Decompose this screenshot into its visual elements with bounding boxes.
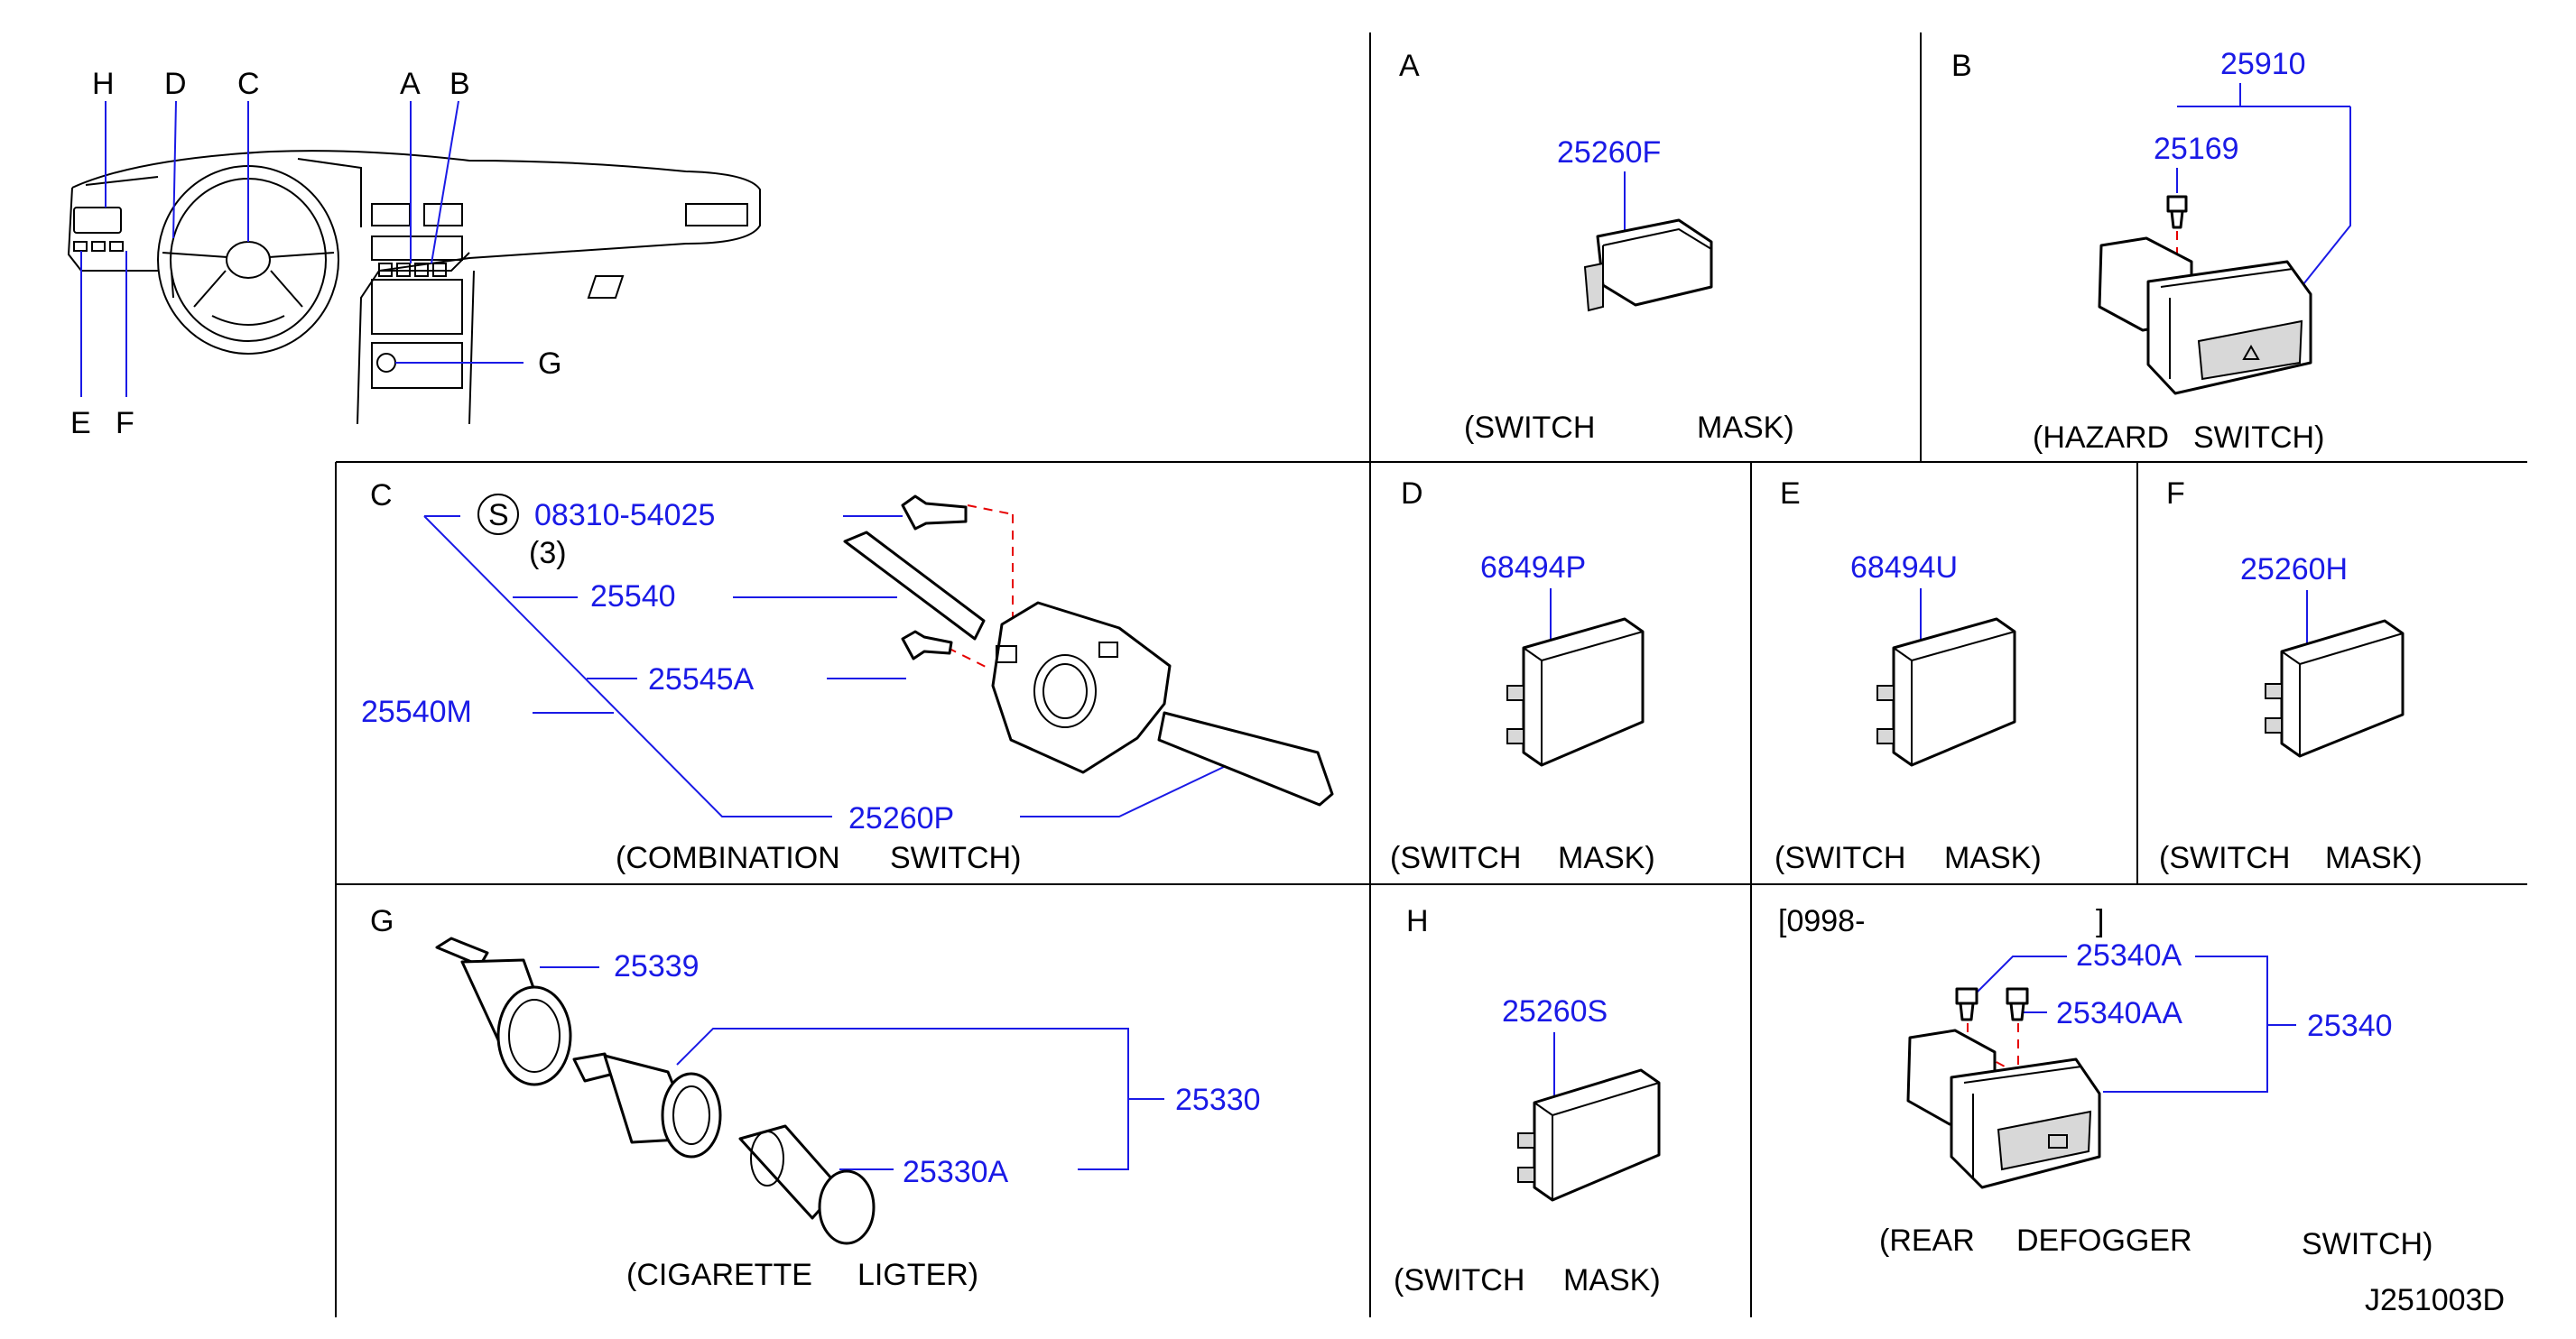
panel-d-caption-2: MASK) — [1558, 841, 1655, 875]
part-25545a: 25545A — [648, 662, 755, 697]
panel-dividers — [335, 32, 2527, 1317]
switch-mask-h — [1517, 1068, 1661, 1202]
cigarette-lighter — [435, 937, 876, 1245]
panel-a-caption-2: MASK) — [1697, 411, 1794, 445]
part-25340a: 25340A — [2076, 938, 2182, 973]
date-range-end: ] — [2096, 904, 2104, 938]
callout-c: C — [237, 67, 260, 101]
part-25540m: 25540M — [361, 695, 472, 729]
panel-f-caption-2: MASK) — [2325, 841, 2423, 875]
panel-d-letter: D — [1401, 476, 1423, 511]
panel-a-caption-1: (SWITCH — [1464, 411, 1595, 445]
s-mark-circle — [477, 494, 519, 535]
callout-f: F — [116, 406, 134, 440]
callout-e: E — [70, 406, 91, 440]
panel-h-caption-2: MASK) — [1563, 1263, 1661, 1297]
rear-defogger-leaders — [1976, 956, 2296, 1093]
clip-25340aa — [2006, 987, 2029, 1021]
panel-c-letter: C — [370, 478, 393, 513]
part-25260f: 25260F — [1557, 135, 1661, 170]
part-25340: 25340 — [2307, 1009, 2393, 1043]
part-25169: 25169 — [2154, 132, 2239, 166]
hazard-switch — [2098, 236, 2312, 395]
switch-mask-e — [1876, 617, 2016, 767]
callout-b: B — [449, 67, 470, 101]
screw-25169 — [2166, 195, 2188, 229]
callout-d: D — [164, 67, 187, 101]
panel-e-letter: E — [1780, 476, 1801, 511]
part-25260p: 25260P — [848, 801, 954, 836]
cigarette-lighter-leaders — [540, 966, 1164, 1170]
part-08310-54025: 08310-54025 — [534, 498, 715, 532]
panel-h-caption-1: (SWITCH — [1394, 1263, 1524, 1297]
part-25260h: 25260H — [2240, 552, 2348, 586]
switch-mask-d — [1506, 617, 1645, 767]
date-range-start: [0998- — [1778, 904, 1865, 938]
callout-h: H — [92, 67, 115, 101]
panel-c-caption-1: (COMBINATION — [616, 841, 840, 875]
dashboard-overview — [67, 100, 761, 425]
switch-mask-a — [1583, 218, 1713, 312]
rear-caption-2: DEFOGGER — [2016, 1224, 2192, 1258]
rear-caption-1: (REAR — [1879, 1224, 1975, 1258]
combination-switch — [843, 494, 1334, 807]
panel-f-letter: F — [2166, 476, 2185, 511]
s-mark-letter: S — [488, 498, 509, 532]
panel-b-letter: B — [1951, 49, 1972, 83]
rear-caption-3: SWITCH) — [2302, 1227, 2432, 1261]
part-25330a: 25330A — [903, 1155, 1009, 1189]
panel-f-caption-1: (SWITCH — [2159, 841, 2290, 875]
part-25339: 25339 — [614, 949, 700, 983]
part-25260s: 25260S — [1502, 994, 1608, 1029]
combination-switch-leaders — [423, 515, 1228, 817]
panel-h-letter: H — [1406, 904, 1429, 938]
panel-g-caption-1: (CIGARETTE — [626, 1258, 812, 1292]
panel-c-caption-2: SWITCH) — [890, 841, 1021, 875]
panel-e-caption-2: MASK) — [1944, 841, 2042, 875]
panel-a-letter: A — [1399, 49, 1420, 83]
part-25540: 25540 — [590, 579, 676, 614]
panel-d-caption-1: (SWITCH — [1390, 841, 1521, 875]
part-68494u: 68494U — [1850, 550, 1958, 585]
panel-b-caption-1: (HAZARD — [2033, 420, 2169, 455]
panel-e-caption-1: (SWITCH — [1774, 841, 1905, 875]
drawing-code: J251003D — [2365, 1283, 2505, 1317]
panel-g-letter: G — [370, 904, 394, 938]
panel-g-caption-2: LIGTER) — [857, 1258, 978, 1292]
screw-quantity: (3) — [529, 536, 567, 570]
clip-25340a — [1955, 987, 1978, 1021]
part-25330: 25330 — [1175, 1083, 1261, 1117]
rear-defogger-switch — [1906, 1029, 2101, 1189]
part-25340aa: 25340AA — [2056, 996, 2182, 1030]
callout-g: G — [538, 346, 561, 381]
panel-b-caption-2: SWITCH) — [2193, 420, 2324, 455]
switch-mask-f — [2265, 619, 2405, 758]
part-68494p: 68494P — [1480, 550, 1586, 585]
part-25910: 25910 — [2220, 47, 2306, 81]
callout-a: A — [400, 67, 421, 101]
